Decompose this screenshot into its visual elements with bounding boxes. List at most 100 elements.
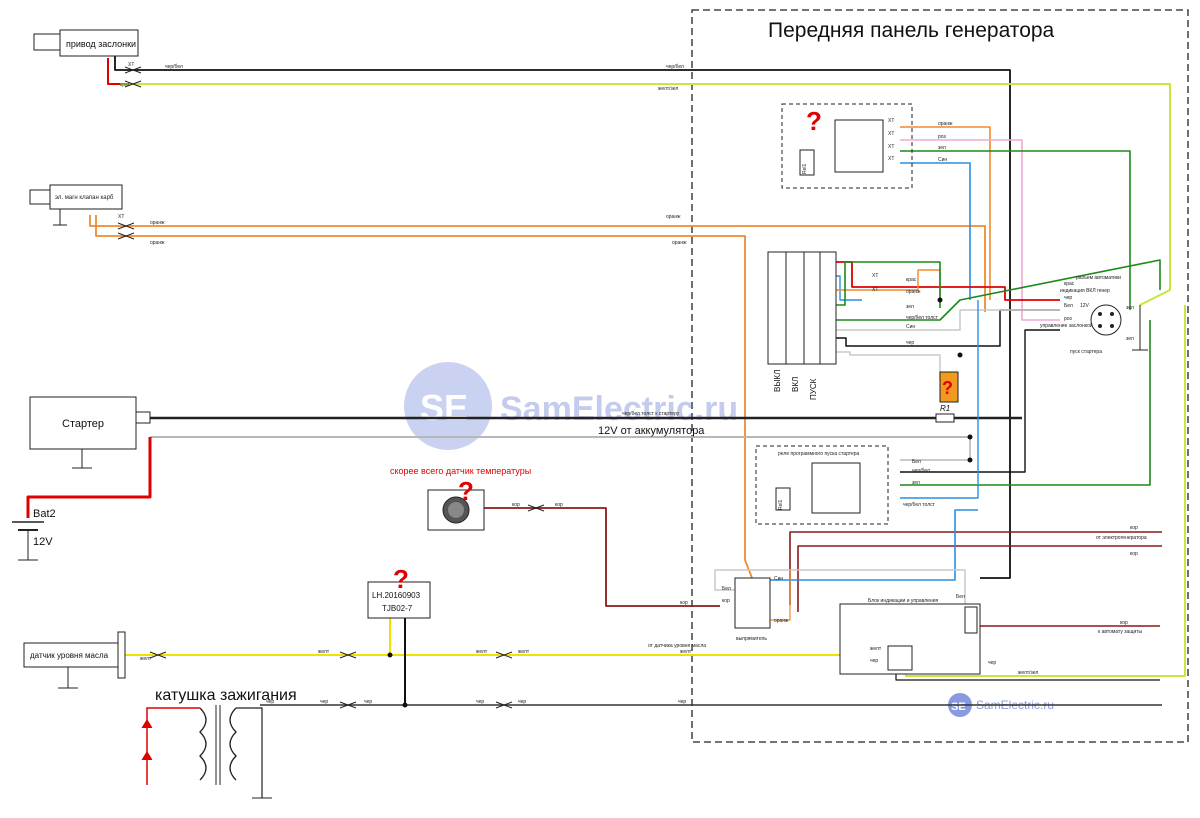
rectifier-white: Бел — [722, 586, 731, 592]
starter-relay-white: Бел — [912, 459, 921, 465]
wire-switch-gray — [836, 351, 941, 380]
switch-blue: Син — [906, 324, 915, 330]
auto-connector: разъем автоматики крас индикация ВКЛ ген… — [1040, 275, 1148, 355]
module-line2: TJB02-7 — [382, 604, 413, 613]
module-box — [367, 581, 431, 619]
top-relay-xt-1: XT — [888, 118, 894, 124]
label-choke-blk-wht: чер/бел — [165, 64, 183, 70]
starter-relay-label: реле программного пуска стартера — [778, 451, 860, 457]
footer-logo: SE — [951, 701, 966, 713]
wire-carb-orange-2 — [95, 215, 753, 579]
auto-choke: управление заслонкой — [1040, 322, 1093, 329]
wire-annotations: XT чер/бел чер/бел крас желт/зел XT оран… — [118, 62, 1147, 705]
coil-secondary-icon — [229, 707, 237, 781]
label-carb-orange-2: оранж — [150, 240, 165, 246]
choke-drive: привод заслонки — [33, 29, 139, 57]
connector-icon-7 — [339, 651, 357, 659]
label-ign-black-2: чер — [320, 699, 328, 705]
temp-sensor-note: скорее всего датчик температуры — [390, 466, 531, 476]
switch-off-label: ВЫКЛ — [773, 370, 782, 392]
top-relay-xt-4: XT — [888, 156, 894, 162]
label-ign-black-6: чер — [678, 699, 686, 705]
wire-switch-green — [836, 261, 941, 308]
junction-2 — [402, 702, 408, 708]
starter-terminal — [135, 411, 151, 424]
label-ign-black-5: чер — [518, 699, 526, 705]
switch-green: зел — [906, 304, 914, 310]
rectifier: выпрямитель Бел кор Син оранж — [722, 576, 789, 642]
top-relay-blue: Син — [938, 157, 947, 163]
wire-relay-green — [900, 150, 1131, 310]
auto-red: крас — [1064, 281, 1075, 287]
resistor-label: R1 — [940, 404, 950, 413]
connector-icon-4 — [117, 232, 135, 240]
oil-sensor-flange — [117, 631, 126, 679]
wire-rect-white — [714, 569, 966, 610]
rectifier-blue: Син — [774, 576, 783, 582]
choke-drive-box — [59, 29, 139, 57]
ignition-coil: катушка зажигания — [141, 687, 297, 799]
starter-relay-thick: чер/бел толст — [903, 502, 936, 508]
front-panel-frame — [691, 9, 1189, 743]
junctions — [387, 297, 973, 708]
resistor-r1: R1 ? — [935, 371, 959, 423]
auto-pin-3 — [1098, 324, 1102, 328]
switch-xt-2: XT — [872, 287, 878, 293]
carb-valve-box — [49, 184, 123, 210]
label-oil-yellow-1: желт — [140, 656, 152, 662]
switch-block-body — [767, 251, 837, 365]
auto-pin-2 — [1110, 312, 1114, 316]
display-black: чер — [870, 658, 878, 664]
label-carb-orange-3: оранж — [666, 214, 681, 220]
coil-arrow-1-icon — [141, 719, 153, 729]
auto-pin-1 — [1098, 312, 1102, 316]
label-carb-xt: XT — [118, 214, 124, 220]
auto-black-white: чер — [1064, 295, 1072, 301]
label-to-protection: к автомату защиты — [1098, 629, 1143, 635]
label-carb-orange-4: оранж — [672, 240, 687, 246]
unknown-part-question: ? — [942, 378, 953, 398]
top-relay-xt-3: XT — [888, 144, 894, 150]
connector-icon-9 — [339, 701, 357, 709]
starter-relay: реле программного пуска стартера Rel1 Бе… — [755, 445, 936, 525]
label-battery-line: 12V от аккумулятора — [598, 425, 705, 437]
auto-pink: роз — [1064, 316, 1073, 322]
label-from-generator: от электрогенератора — [1096, 535, 1147, 541]
connector-icon-8 — [495, 651, 513, 659]
rectifier-orange: оранж — [774, 618, 789, 624]
choke-drive-label: привод заслонки — [66, 39, 136, 49]
connector-icon-6 — [149, 651, 167, 659]
wire-switch-green-2 — [836, 259, 1161, 321]
display-connector-top — [964, 606, 978, 634]
switch-block: ВЫКЛ ВКЛ ПУСК XT XT крас оранж зел чер/б… — [767, 251, 939, 400]
display-white: Бел — [956, 594, 965, 600]
rectifier-body — [734, 577, 771, 629]
auto-12v: 12V — [1080, 303, 1090, 309]
carb-valve-label: эл. магн клапан карб — [55, 195, 114, 201]
temp-sensor-center — [448, 502, 464, 518]
label-ign-black-1: чер — [266, 699, 274, 705]
label-oil-yellow-5: желт — [680, 649, 692, 655]
top-relay-frame — [781, 103, 913, 189]
wire-switch-black — [836, 309, 1060, 347]
auto-connector-label: разъем автоматики — [1076, 275, 1121, 281]
temp-question: ? — [458, 476, 474, 506]
top-relay-label: Rel1 — [802, 163, 808, 174]
top-relay-pink: роз — [938, 134, 947, 140]
panel-title: Передняя панель генератора — [768, 19, 1055, 42]
carb-valve: эл. магн клапан карб — [29, 184, 123, 226]
rectifier-label: выпрямитель — [736, 636, 767, 642]
top-relay-question: ? — [806, 106, 822, 136]
junction-1 — [387, 652, 393, 658]
starter-relay-coil — [775, 487, 791, 511]
connector-icon-10 — [495, 701, 513, 709]
top-relay-green: зел — [938, 145, 946, 151]
wire-relay-blue — [900, 162, 971, 300]
wire-battery-red — [26, 437, 152, 518]
label-oil-from: от датчика уровня масла — [648, 643, 706, 649]
junction-6 — [967, 457, 973, 463]
wires — [26, 55, 1186, 706]
watermark-logo: SE — [420, 387, 468, 428]
wire-brown-1 — [789, 531, 1162, 605]
